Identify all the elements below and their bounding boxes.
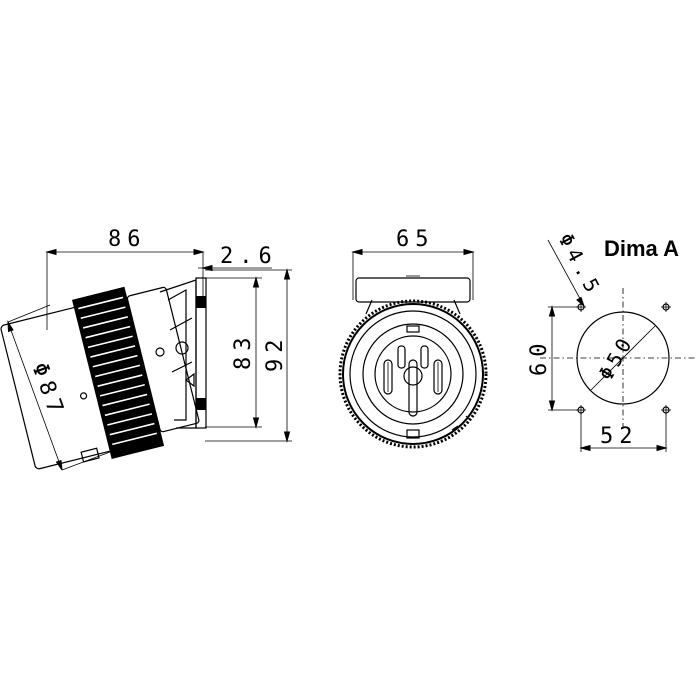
front-view: 65	[338, 227, 488, 449]
mounting-flange	[155, 277, 207, 429]
dim-2-6-label: 2.6	[220, 244, 278, 269]
dim-dia-50-label: Φ50	[594, 331, 639, 385]
dim-60-label: 60	[527, 338, 552, 377]
knurled-ring	[338, 299, 488, 449]
dimension-52: 52	[579, 414, 668, 452]
dimension-dia-4-5: Φ4.5	[547, 229, 607, 308]
side-view: 86 2.6 83 92	[0, 227, 292, 471]
dimension-83: 83	[205, 276, 262, 429]
dim-92-label: 92	[263, 334, 288, 373]
panel-cutout: Dima A Φ50 Φ4.5 60	[527, 229, 696, 452]
dimension-2-6: 2.6	[198, 244, 278, 272]
dim-52-label: 52	[600, 424, 639, 449]
dimension-60: 60	[527, 305, 578, 412]
mounting-holes	[576, 302, 671, 415]
dim-83-label: 83	[231, 332, 256, 371]
dimension-92: 92	[205, 268, 292, 443]
front-flange	[355, 277, 471, 303]
dim-86-label: 86	[108, 227, 147, 252]
drawing-title: Dima A	[604, 236, 679, 261]
plug-side-body	[0, 286, 200, 470]
dim-65-label: 65	[396, 227, 435, 252]
dimension-65: 65	[351, 227, 475, 300]
dimension-86: 86	[45, 227, 205, 330]
connector-pins	[383, 345, 443, 417]
cutout-circle	[576, 311, 670, 405]
